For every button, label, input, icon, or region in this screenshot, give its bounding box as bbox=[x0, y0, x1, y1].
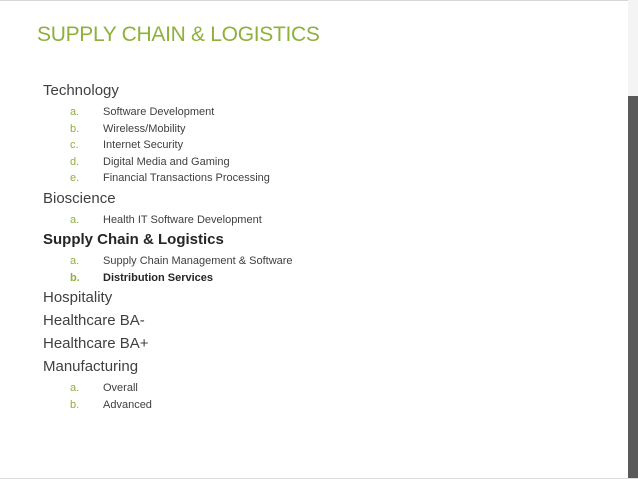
list-item-highlighted: b. Distribution Services bbox=[43, 270, 613, 287]
category-technology: Technology bbox=[43, 82, 119, 99]
list-item: d. Digital Media and Gaming bbox=[43, 154, 613, 171]
list-letter: e. bbox=[70, 172, 80, 185]
list-item: a. Software Development bbox=[43, 104, 613, 121]
list-letter: c. bbox=[70, 139, 79, 152]
list-label: Supply Chain Management & Software bbox=[103, 255, 293, 268]
list-label: Wireless/Mobility bbox=[103, 122, 186, 135]
supply-chain-subitems: a. Supply Chain Management & Software b.… bbox=[43, 253, 613, 286]
category-manufacturing: Manufacturing bbox=[43, 358, 139, 375]
category-list: Technology a. Software Development b. Wi… bbox=[43, 81, 613, 415]
list-label: Internet Security bbox=[103, 139, 184, 152]
list-label: Health IT Software Development bbox=[103, 213, 262, 226]
list-label: Software Development bbox=[103, 106, 215, 119]
category-bioscience: Bioscience bbox=[43, 189, 116, 207]
category-supply-chain-logistics: Supply Chain & Logistics bbox=[43, 231, 224, 248]
list-letter: b. bbox=[70, 398, 80, 411]
technology-subitems: a. Software Development b. Wireless/Mobi… bbox=[43, 104, 613, 187]
list-item: c. Internet Security bbox=[43, 137, 613, 154]
list-label: Overall bbox=[103, 382, 138, 395]
list-label: Digital Media and Gaming bbox=[103, 155, 230, 168]
list-letter: b. bbox=[70, 122, 80, 135]
slide-title: SUPPLY CHAIN & LOGISTICS bbox=[37, 23, 320, 46]
list-letter: a. bbox=[70, 106, 80, 119]
list-item: b. Advanced bbox=[43, 397, 613, 414]
list-letter: b. bbox=[70, 271, 80, 284]
list-item: e. Financial Transactions Processing bbox=[43, 170, 613, 187]
list-item: a. Overall bbox=[43, 380, 613, 397]
category-healthcare-ba-minus: Healthcare BA- bbox=[43, 312, 145, 329]
category-hospitality: Hospitality bbox=[43, 289, 113, 306]
list-letter: a. bbox=[70, 213, 80, 226]
list-letter: d. bbox=[70, 155, 80, 168]
list-label: Financial Transactions Processing bbox=[103, 172, 270, 185]
bioscience-subitems: a. Health IT Software Development bbox=[43, 212, 613, 229]
right-edge-accent-bar bbox=[628, 96, 638, 479]
category-healthcare-ba-plus: Healthcare BA+ bbox=[43, 335, 149, 352]
top-border bbox=[0, 0, 638, 1]
list-item: a. Supply Chain Management & Software bbox=[43, 253, 613, 270]
list-label: Advanced bbox=[103, 398, 152, 411]
list-letter: a. bbox=[70, 255, 80, 268]
list-item: b. Wireless/Mobility bbox=[43, 121, 613, 138]
list-label: Distribution Services bbox=[103, 271, 214, 284]
list-letter: a. bbox=[70, 382, 80, 395]
manufacturing-subitems: a. Overall b. Advanced bbox=[43, 380, 613, 413]
list-item: a. Health IT Software Development bbox=[43, 212, 613, 229]
